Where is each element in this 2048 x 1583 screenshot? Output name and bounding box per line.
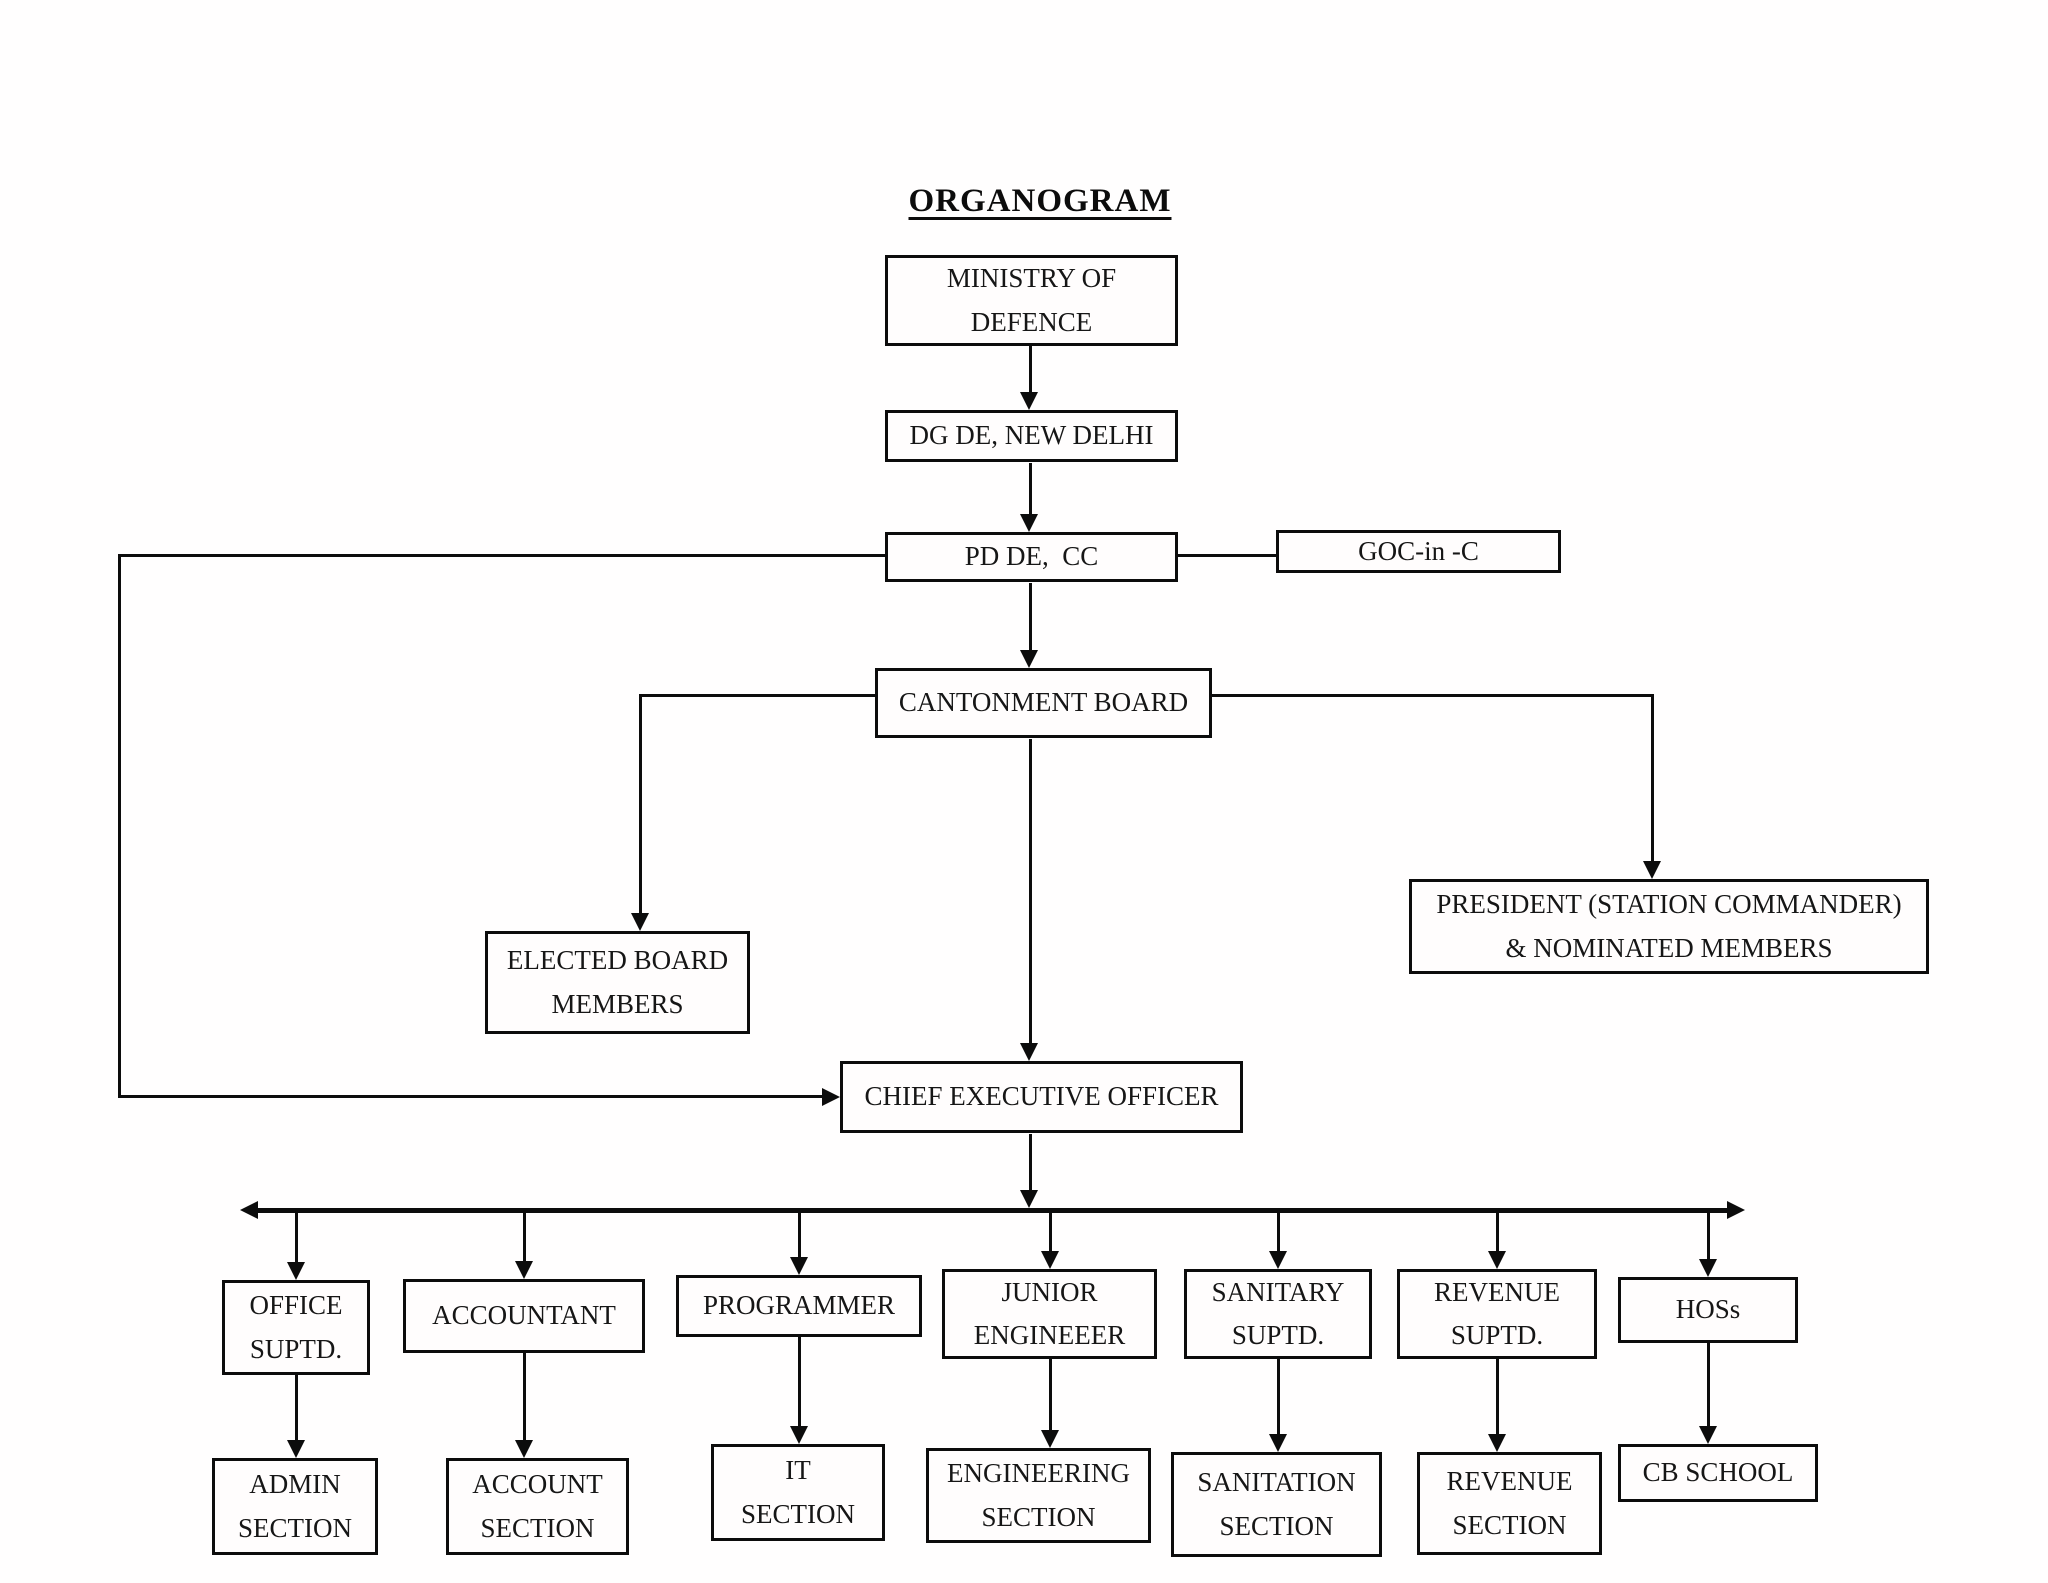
arrowhead-junior-to-engineering — [1041, 1430, 1059, 1448]
distribution-bar — [252, 1208, 1733, 1213]
bar-right-arrowhead — [1727, 1201, 1745, 1219]
arrowhead-bar-to-hoss — [1699, 1259, 1717, 1277]
node-cantonment-board: CANTONMENT BOARD — [875, 668, 1212, 738]
node-engineering-section: ENGINEERING SECTION — [926, 1448, 1151, 1543]
node-revenue-suptd: REVENUE SUPTD. — [1397, 1269, 1597, 1359]
node-hoss: HOSs — [1618, 1277, 1798, 1343]
connector-programmer-to-it — [798, 1337, 801, 1428]
arrowhead-accountant-to-account — [515, 1440, 533, 1458]
connector-hoss-to-cb-school — [1707, 1343, 1710, 1428]
arrowhead-bar-to-programmer — [790, 1257, 808, 1275]
node-dg-de-new-delhi: DG DE, NEW DELHI — [885, 410, 1178, 462]
arrowhead-office-to-admin — [287, 1440, 305, 1458]
connector-cantonment-president-v — [1651, 694, 1654, 863]
arrowhead-bar-to-revenue-suptd — [1488, 1251, 1506, 1269]
arrowhead-cantonment-to-elected — [631, 913, 649, 931]
node-it-section: IT SECTION — [711, 1444, 885, 1541]
connector-bar-to-revenue-suptd — [1496, 1213, 1499, 1252]
node-president-nominated-members: PRESIDENT (STATION COMMANDER) & NOMINATE… — [1409, 879, 1929, 974]
connector-cantonment-to-ceo — [1029, 739, 1032, 1045]
connector-bar-to-junior-engineer — [1049, 1213, 1052, 1252]
arrowhead-bar-to-junior-engineer — [1041, 1251, 1059, 1269]
node-revenue-section: REVENUE SECTION — [1417, 1452, 1602, 1555]
connector-revenue-suptd-to-revenue-section — [1496, 1359, 1499, 1436]
connector-bar-to-sanitary-suptd — [1277, 1213, 1280, 1252]
connector-cantonment-elected-h — [641, 694, 875, 697]
connector-bar-to-office-suptd — [295, 1213, 298, 1263]
connector-bar-to-accountant — [523, 1213, 526, 1262]
connector-pdde-left-bottom — [118, 1095, 824, 1098]
connector-pdde-left-top — [118, 554, 885, 557]
connector-pdde-to-cantonment — [1029, 583, 1032, 653]
arrowhead-cantonment-to-president — [1643, 861, 1661, 879]
connector-accountant-to-account — [523, 1353, 526, 1442]
connector-pdde-left-vertical — [118, 554, 121, 1097]
arrowhead-dgde-to-pdde — [1020, 514, 1038, 532]
node-account-section: ACCOUNT SECTION — [446, 1458, 629, 1555]
arrowhead-bar-to-office-suptd — [287, 1262, 305, 1280]
node-goc-in-c: GOC-in -C — [1276, 530, 1561, 573]
node-accountant: ACCOUNTANT — [403, 1279, 645, 1353]
connector-pdde-to-goc — [1178, 554, 1276, 557]
arrowhead-revenue-suptd-to-revenue-section — [1488, 1434, 1506, 1452]
bar-left-arrowhead — [240, 1201, 258, 1219]
node-admin-section: ADMIN SECTION — [212, 1458, 378, 1555]
node-pd-de-cc: PD DE, CC — [885, 532, 1178, 582]
node-programmer: PROGRAMMER — [676, 1275, 922, 1337]
connector-ministry-to-dgde — [1029, 346, 1032, 396]
node-junior-engineer: JUNIOR ENGINEEER — [942, 1269, 1157, 1359]
node-sanitary-suptd: SANITARY SUPTD. — [1184, 1269, 1372, 1359]
arrowhead-pdde-to-cantonment — [1020, 650, 1038, 668]
connector-bar-to-programmer — [798, 1213, 801, 1258]
node-elected-board-members: ELECTED BOARD MEMBERS — [485, 931, 750, 1034]
arrowhead-bar-to-accountant — [515, 1261, 533, 1279]
connector-dgde-to-pdde — [1029, 463, 1032, 518]
arrowhead-pdde-to-ceo — [822, 1088, 840, 1106]
connector-sanitary-to-sanitation — [1277, 1359, 1280, 1436]
node-office-suptd: OFFICE SUPTD. — [222, 1280, 370, 1375]
arrowhead-ministry-to-dgde — [1020, 392, 1038, 410]
node-sanitation-section: SANITATION SECTION — [1171, 1452, 1382, 1557]
node-ministry-of-defence: MINISTRY OF DEFENCE — [885, 255, 1178, 346]
page-title: ORGANOGRAM — [908, 183, 1172, 219]
arrowhead-sanitary-to-sanitation — [1269, 1434, 1287, 1452]
connector-junior-to-engineering — [1049, 1359, 1052, 1432]
arrowhead-ceo-to-bar — [1020, 1190, 1038, 1208]
arrowhead-cantonment-to-ceo — [1020, 1043, 1038, 1061]
arrowhead-programmer-to-it — [790, 1426, 808, 1444]
connector-cantonment-president-h — [1212, 694, 1653, 697]
connector-cantonment-elected-v — [639, 694, 642, 915]
connector-office-to-admin — [295, 1375, 298, 1442]
connector-bar-to-hoss — [1707, 1213, 1710, 1260]
node-chief-executive-officer: CHIEF EXECUTIVE OFFICER — [840, 1061, 1243, 1133]
node-cb-school: CB SCHOOL — [1618, 1444, 1818, 1502]
arrowhead-bar-to-sanitary-suptd — [1269, 1251, 1287, 1269]
connector-ceo-to-bar — [1029, 1134, 1032, 1192]
arrowhead-hoss-to-cb-school — [1699, 1426, 1717, 1444]
